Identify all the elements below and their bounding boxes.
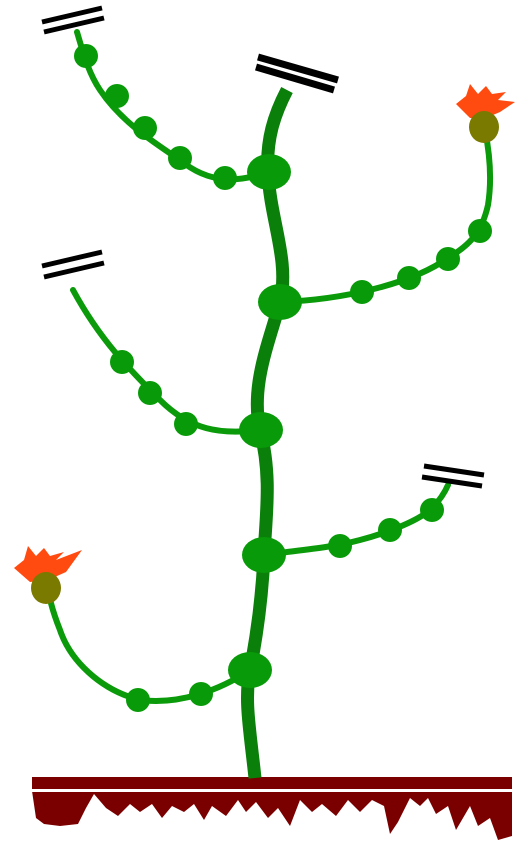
node-stem-3 <box>239 412 283 448</box>
branch-mid-left <box>70 287 263 435</box>
node-branch <box>168 146 192 170</box>
node-branch <box>468 219 492 243</box>
soil-roots <box>32 791 512 840</box>
stem-top-cut-icon <box>255 53 339 94</box>
node-branch <box>133 116 157 140</box>
node-branch <box>105 84 129 108</box>
node-branch <box>138 381 162 405</box>
branch-lower-left <box>44 577 253 704</box>
double-bar-cut-icon <box>421 463 485 489</box>
node-branch <box>126 688 150 712</box>
node-stem-1 <box>247 154 291 190</box>
node-branch <box>378 518 402 542</box>
node-branch <box>397 266 421 290</box>
branch-upper-right <box>277 127 494 305</box>
node-stem-5 <box>228 652 272 688</box>
double-bar-cut-icon <box>41 249 105 280</box>
node-branch <box>110 350 134 374</box>
node-branch <box>436 247 460 271</box>
node-stem-2 <box>258 284 302 320</box>
node-branch <box>328 534 352 558</box>
soil-surface <box>32 777 512 789</box>
flower-icon <box>14 546 82 604</box>
branch-mid-right <box>261 482 451 558</box>
node-branch <box>189 682 213 706</box>
node-stem-4 <box>242 537 286 573</box>
node-branch <box>420 498 444 522</box>
double-bar-cut-icon <box>41 5 105 35</box>
node-branch <box>74 44 98 68</box>
flower-icon <box>456 84 515 143</box>
node-branch <box>213 166 237 190</box>
node-branch <box>174 412 198 436</box>
node-branch <box>350 280 374 304</box>
soil <box>32 777 512 840</box>
